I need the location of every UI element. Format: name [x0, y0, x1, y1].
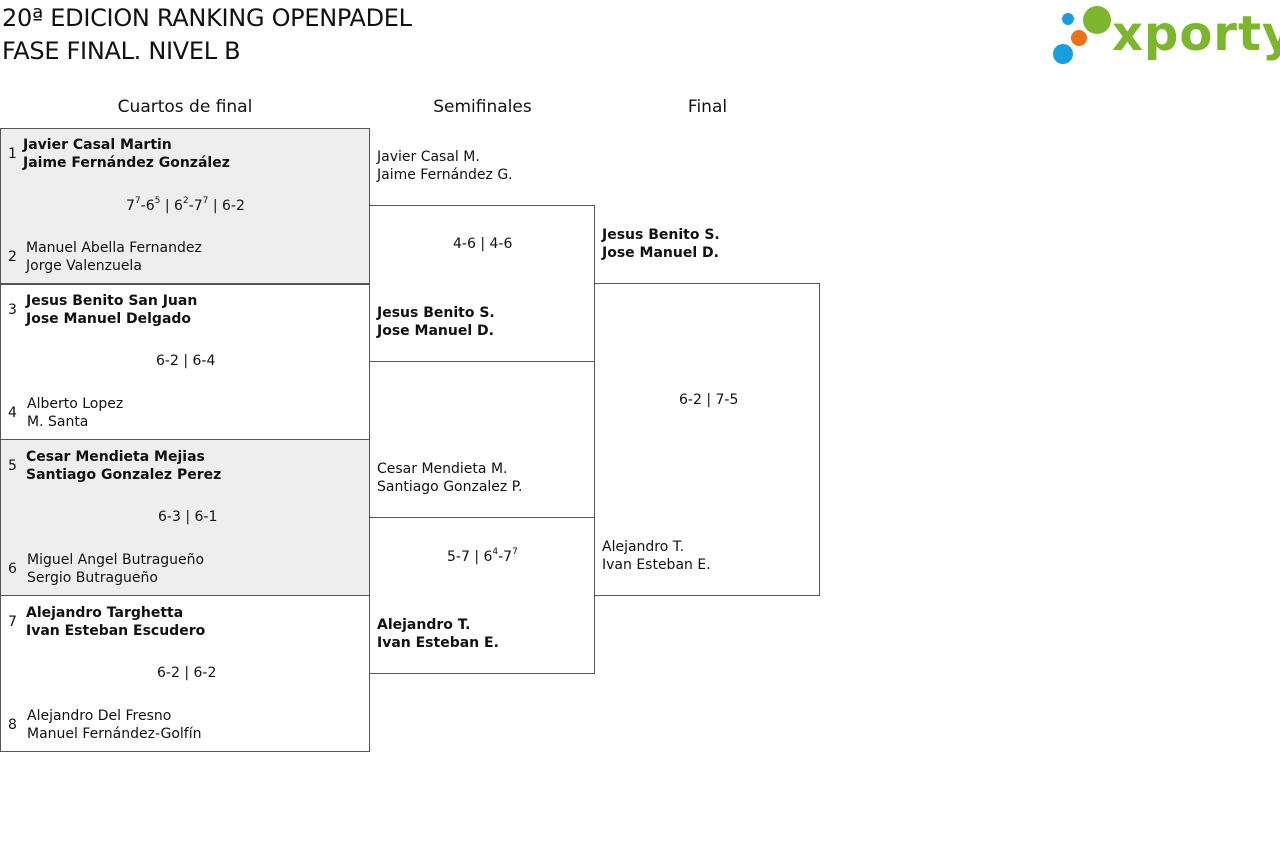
seed-number: 5: [8, 458, 17, 474]
team-name: Alejandro T. Ivan Esteban E.: [602, 538, 711, 574]
seed-number: 2: [8, 249, 17, 265]
team-name: Jesus Benito S. Jose Manuel D.: [602, 226, 720, 262]
match-score: 6-2 | 6-2: [157, 665, 217, 681]
player-name: Cesar Mendieta Mejias: [26, 449, 205, 465]
page-title: 20ª EDICION RANKING OPENPADEL: [2, 4, 412, 32]
team-name: Miguel Angel Butragueño Sergio Butragueñ…: [27, 551, 204, 587]
logo-dot-orange: [1071, 30, 1087, 46]
player-name: Sergio Butragueño: [27, 570, 158, 586]
match-score: 77-65 | 62-77 | 6-2: [126, 196, 245, 215]
player-name: Jose Manuel Delgado: [26, 311, 192, 327]
team-name: Alejandro Del Fresno Manuel Fernández-Go…: [27, 707, 202, 743]
match-score: 6-2 | 6-4: [156, 353, 216, 369]
team-name: Manuel Abella Fernandez Jorge Valenzuela: [26, 239, 202, 275]
player-name: Javier Casal M.: [377, 149, 480, 165]
match-score: 4-6 | 4-6: [453, 236, 513, 252]
xporty-logo: xporty: [1050, 4, 1280, 68]
logo-dot-green: [1083, 6, 1111, 34]
team-name: Alberto Lopez M. Santa: [27, 395, 123, 431]
quarterfinal-match-3: [0, 439, 370, 596]
player-name: Ivan Esteban Escudero: [26, 623, 206, 639]
player-name: Manuel Abella Fernandez: [26, 240, 202, 256]
logo-dots-icon: [1053, 6, 1111, 64]
player-name: Manuel Fernández-Golfín: [27, 726, 202, 742]
logo-dot-blue: [1053, 44, 1073, 64]
player-name: Jesus Benito S.: [377, 305, 495, 321]
final-match: [594, 283, 820, 596]
seed-number: 6: [8, 561, 17, 577]
page-subtitle: FASE FINAL. NIVEL B: [2, 37, 241, 65]
player-name: Jaime Fernández G.: [377, 167, 513, 183]
player-name: Ivan Esteban E.: [602, 557, 711, 573]
player-name: Alberto Lopez: [27, 396, 124, 412]
player-name: Javier Casal Martin: [23, 137, 172, 153]
team-name: Alejandro Targhetta Ivan Esteban Escuder…: [26, 604, 205, 640]
player-name: Jesus Benito San Juan: [26, 293, 198, 309]
player-name: Alejandro Targhetta: [26, 605, 184, 621]
team-name: Cesar Mendieta Mejias Santiago Gonzalez …: [26, 448, 221, 484]
match-score: 6-2 | 7-5: [679, 392, 739, 408]
team-name: Javier Casal Martin Jaime Fernández Gonz…: [23, 136, 230, 172]
player-name: Santiago Gonzalez P.: [377, 479, 523, 495]
player-name: Jorge Valenzuela: [26, 258, 142, 274]
seed-number: 4: [8, 405, 17, 421]
player-name: Jose Manuel D.: [377, 323, 494, 339]
match-score: 6-3 | 6-1: [158, 509, 218, 525]
team-name: Jesus Benito S. Jose Manuel D.: [377, 304, 495, 340]
seed-number: 8: [8, 717, 17, 733]
team-name: Javier Casal M. Jaime Fernández G.: [377, 148, 513, 184]
match-score: 5-7 | 64-77: [447, 547, 518, 566]
player-name: Jesus Benito S.: [602, 227, 720, 243]
seed-number: 1: [8, 146, 17, 162]
round-header-final: Final: [687, 97, 728, 117]
team-name: Alejandro T. Ivan Esteban E.: [377, 616, 499, 652]
round-header-quarterfinals: Cuartos de final: [117, 97, 253, 117]
logo-dot-blue-small: [1062, 13, 1074, 25]
player-name: Jaime Fernández González: [23, 155, 230, 171]
player-name: Alejandro T.: [377, 617, 471, 633]
player-name: Cesar Mendieta M.: [377, 461, 508, 477]
player-name: Santiago Gonzalez Perez: [26, 467, 222, 483]
quarterfinal-match-1: [0, 128, 370, 285]
player-name: Alejandro T.: [602, 539, 685, 555]
player-name: Ivan Esteban E.: [377, 635, 499, 651]
player-name: Jose Manuel D.: [602, 245, 719, 261]
logo-text: xporty: [1112, 6, 1280, 62]
player-name: M. Santa: [27, 414, 89, 430]
seed-number: 3: [8, 302, 17, 318]
round-header-semifinals: Semifinales: [433, 97, 532, 117]
team-name: Cesar Mendieta M. Santiago Gonzalez P.: [377, 460, 522, 496]
player-name: Miguel Angel Butragueño: [27, 552, 205, 568]
team-name: Jesus Benito San Juan Jose Manuel Delgad…: [26, 292, 197, 328]
seed-number: 7: [8, 614, 17, 630]
player-name: Alejandro Del Fresno: [27, 708, 172, 724]
